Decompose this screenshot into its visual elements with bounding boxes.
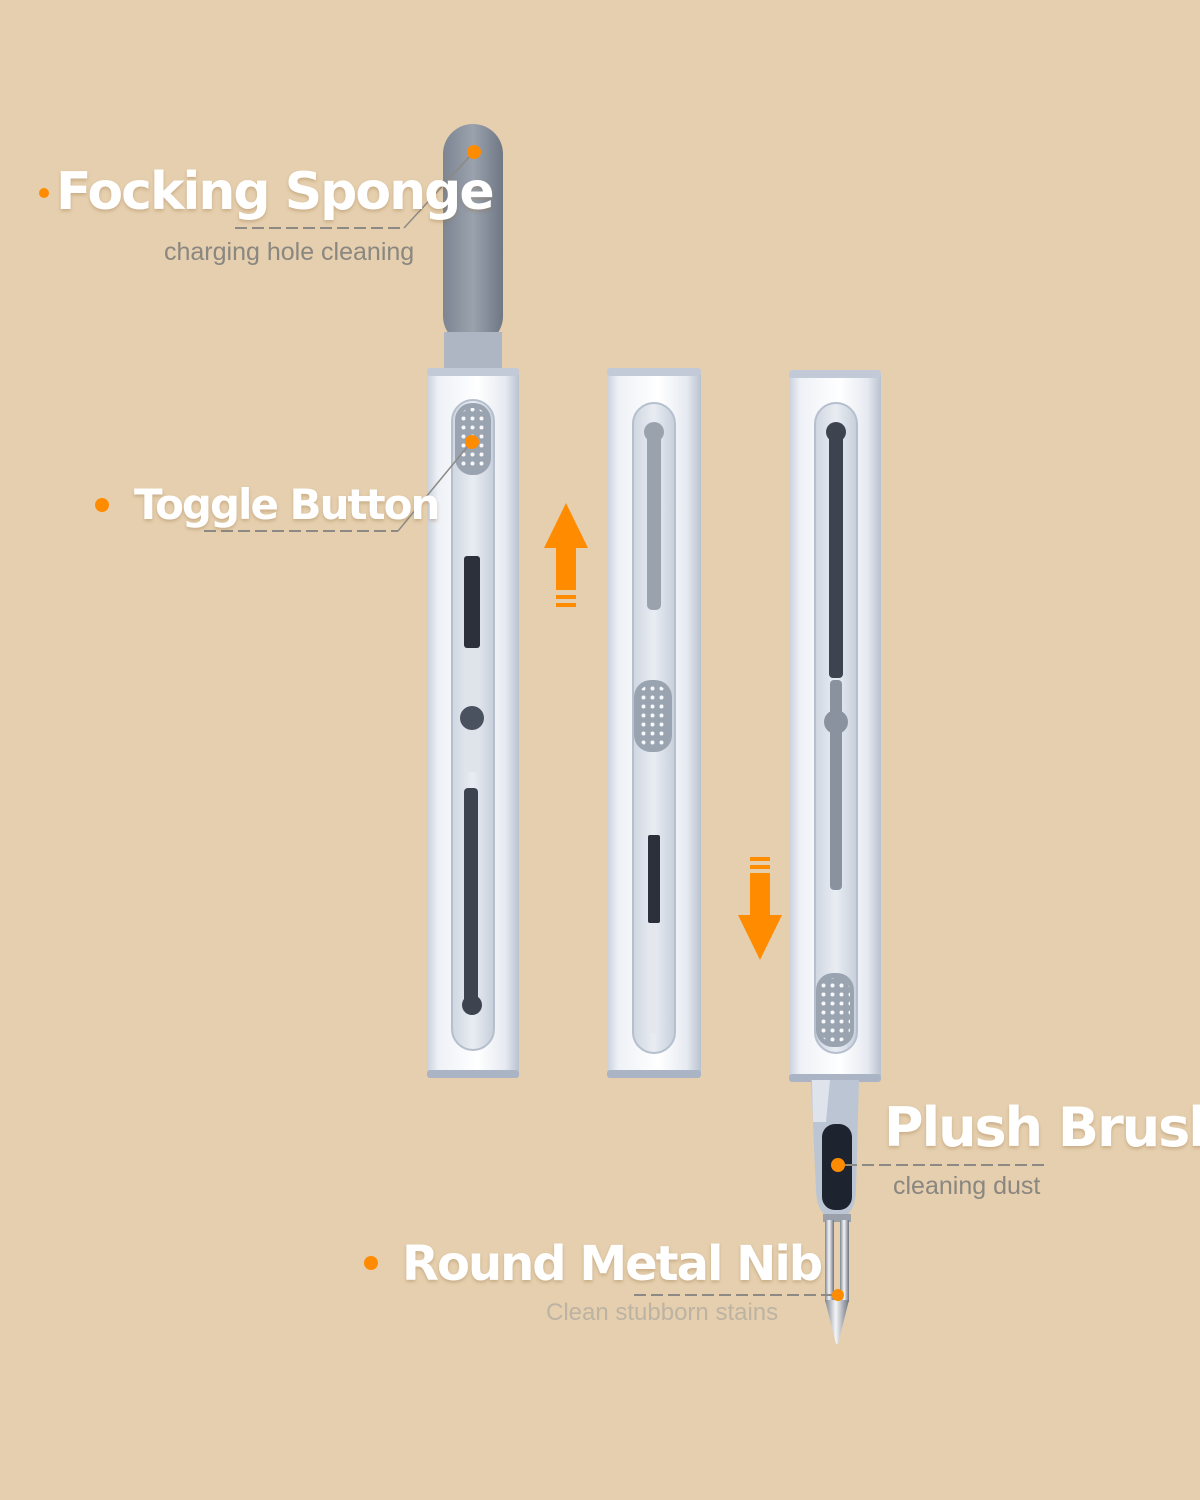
metal-nib-tip (825, 1300, 849, 1344)
callout-brush (831, 1158, 1044, 1172)
nib-title: Round Metal Nib (402, 1236, 823, 1292)
callout-nib (364, 1256, 844, 1301)
pen-left (427, 124, 519, 1078)
pen-middle (607, 368, 701, 1078)
metal-nib-shaft (823, 1214, 851, 1222)
sponge-title: Focking Sponge (56, 162, 495, 222)
sponge-neck (444, 332, 502, 374)
pen-right (789, 370, 881, 1344)
toggle-title: Toggle Button (134, 480, 440, 529)
arrow-up-icon (544, 503, 588, 607)
callout-toggle (95, 435, 479, 532)
brush-title: Plush Brush (884, 1096, 1200, 1159)
arrow-down-icon (738, 857, 782, 960)
nib-subtitle: Clean stubborn stains (546, 1299, 779, 1326)
sponge-tip (443, 124, 503, 346)
callout-sponge (39, 145, 481, 229)
sponge-subtitle: charging hole cleaning (164, 238, 415, 266)
brush-subtitle: cleaning dust (893, 1172, 1041, 1200)
